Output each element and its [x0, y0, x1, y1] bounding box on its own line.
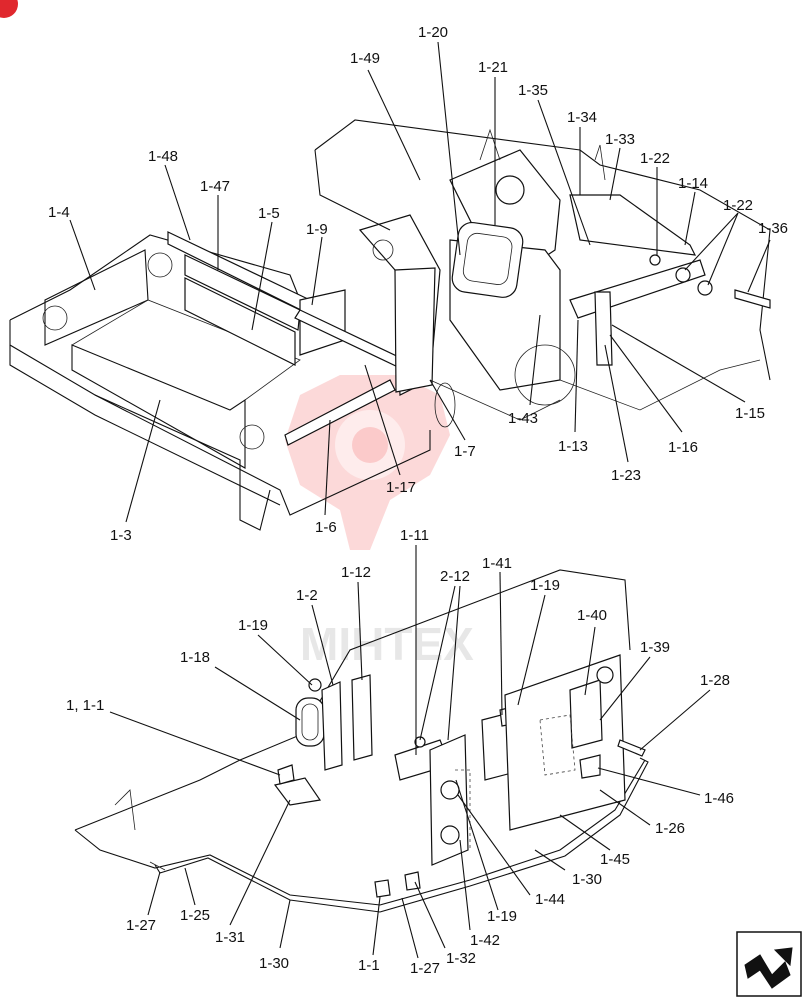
- callout-1-31: 1-31: [215, 929, 245, 946]
- callout-1-9: 1-9: [306, 221, 328, 238]
- callout-1-25: 1-25: [180, 907, 210, 924]
- callout-1-17: 1-17: [386, 479, 416, 496]
- callout-1-21: 1-21: [478, 59, 508, 76]
- callout-1-7: 1-7: [454, 443, 476, 460]
- callout-1-5: 1-5: [258, 205, 280, 222]
- callout-1-12: 1-12: [341, 564, 371, 581]
- callout-1-13: 1-13: [558, 438, 588, 455]
- callout-1-43: 1-43: [508, 410, 538, 427]
- callout-1-2: 1-2: [296, 587, 318, 604]
- callout-1-3: 1-3: [110, 527, 132, 544]
- callout-1-44: 1-44: [535, 891, 565, 908]
- callout-1-27-right: 1-27: [410, 960, 440, 977]
- callout-1-46: 1-46: [704, 790, 734, 807]
- callout-1-19-left: 1-19: [238, 617, 268, 634]
- callout-1-19-bottom: 1-19: [487, 908, 517, 925]
- callout-1-27-left: 1-27: [126, 917, 156, 934]
- lower-frame-drawing: [74, 569, 649, 913]
- watermark-text: MIHTEX: [300, 618, 474, 670]
- callout-1-16: 1-16: [668, 439, 698, 456]
- corner-badge-icon: [0, 0, 18, 18]
- callout-1-22-right: 1-22: [723, 197, 753, 214]
- callout-1-19-upper: 1-19: [530, 577, 560, 594]
- callout-1-48: 1-48: [148, 148, 178, 165]
- callout-1-30-left: 1-30: [259, 955, 289, 972]
- next-page-arrow-icon[interactable]: [736, 931, 802, 997]
- upper-frame-drawing: [9, 119, 771, 531]
- callout-1-47: 1-47: [200, 178, 230, 195]
- callout-1-34: 1-34: [567, 109, 597, 126]
- callout-1-36: 1-36: [758, 220, 788, 237]
- callout-1-49: 1-49: [350, 50, 380, 67]
- leader-lines: [69, 41, 771, 959]
- callout-1-14: 1-14: [678, 175, 708, 192]
- callout-1-6: 1-6: [315, 519, 337, 536]
- callout-1-40: 1-40: [577, 607, 607, 624]
- callout-1-15: 1-15: [735, 405, 765, 422]
- callout-1-4: 1-4: [48, 204, 70, 221]
- callout-1-30-right: 1-30: [572, 871, 602, 888]
- callout-1-32: 1-32: [446, 950, 476, 967]
- callout-1-18: 1-18: [180, 649, 210, 666]
- callout-1-39: 1-39: [640, 639, 670, 656]
- callout-1-and-1-1: 1, 1-1: [66, 697, 104, 714]
- callout-1-41: 1-41: [482, 555, 512, 572]
- callout-1-26: 1-26: [655, 820, 685, 837]
- upper-callouts: 1-4 1-48 1-47 1-5 1-9 1-49 1-20 1-21 1-3…: [48, 24, 788, 544]
- callout-1-11: 1-11: [400, 527, 429, 544]
- callout-1-42: 1-42: [470, 932, 500, 949]
- callout-1-1: 1-1: [358, 957, 380, 974]
- callout-1-35: 1-35: [518, 82, 548, 99]
- callout-1-20: 1-20: [418, 24, 448, 41]
- callout-2-12: 2-12: [440, 568, 470, 585]
- callout-1-33: 1-33: [605, 131, 635, 148]
- callout-1-23: 1-23: [611, 467, 641, 484]
- callout-1-22-top: 1-22: [640, 150, 670, 167]
- lower-callouts: 1-11 1-12 1-2 2-12 1-41 1-19 1-19 1-40 1…: [66, 527, 734, 977]
- callout-1-45: 1-45: [600, 851, 630, 868]
- callout-1-28: 1-28: [700, 672, 730, 689]
